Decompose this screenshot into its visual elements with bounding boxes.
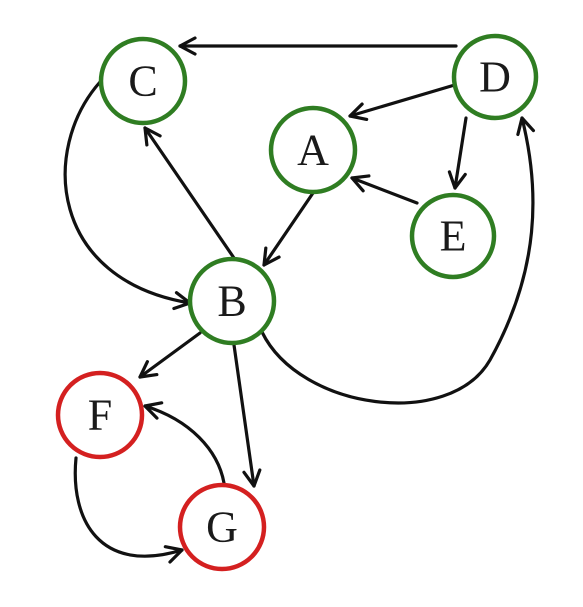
nodes: C D A E B F G xyxy=(55,33,539,572)
node-e-circle xyxy=(409,192,497,280)
edge-g-to-f xyxy=(143,401,226,485)
edge-b-to-c xyxy=(143,126,236,260)
node-f: F xyxy=(55,370,145,460)
edge-c-to-b xyxy=(63,80,192,311)
node-g-circle xyxy=(177,482,267,572)
node-e-label: E xyxy=(440,212,467,261)
edges xyxy=(63,36,535,564)
edge-a-to-b xyxy=(262,191,315,267)
node-a-circle xyxy=(268,105,358,195)
edge-b-to-g xyxy=(232,343,262,488)
node-b-label: B xyxy=(217,277,246,326)
node-c-label: C xyxy=(128,57,157,106)
edge-d-to-a xyxy=(348,82,460,122)
node-d: D xyxy=(451,33,539,121)
node-d-label: D xyxy=(479,53,511,102)
node-e: E xyxy=(409,192,497,280)
node-f-circle xyxy=(55,370,145,460)
edge-e-to-a xyxy=(350,174,419,205)
edge-b-to-d xyxy=(260,116,535,405)
node-c-circle xyxy=(98,36,188,126)
node-f-label: F xyxy=(88,391,112,440)
edge-d-to-e xyxy=(447,116,468,190)
edge-b-to-f xyxy=(138,331,202,379)
node-c: C xyxy=(98,36,188,126)
node-b: B xyxy=(187,256,277,346)
node-a: A xyxy=(268,105,358,195)
node-a-label: A xyxy=(297,126,329,175)
edge-f-to-g xyxy=(73,456,184,564)
node-g: G xyxy=(177,482,267,572)
node-b-circle xyxy=(187,256,277,346)
node-g-label: G xyxy=(206,503,238,552)
node-d-circle xyxy=(451,33,539,121)
